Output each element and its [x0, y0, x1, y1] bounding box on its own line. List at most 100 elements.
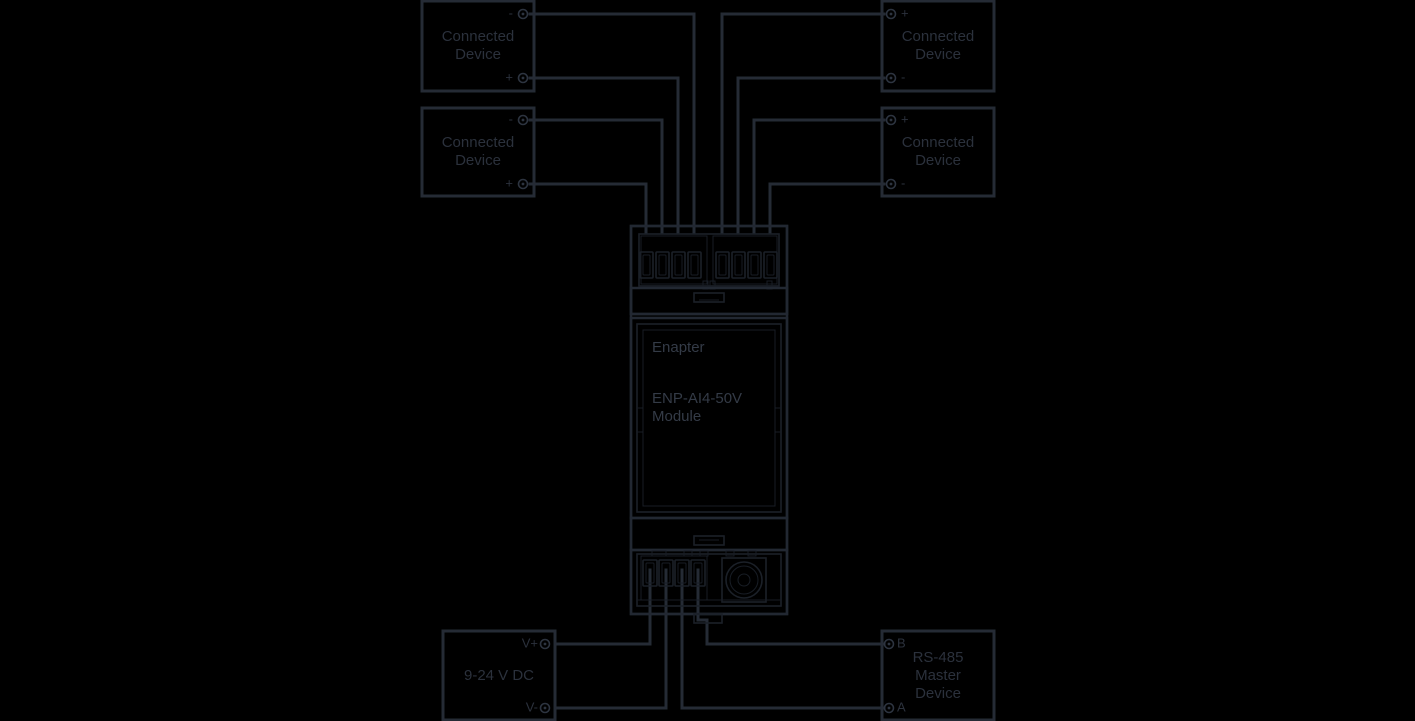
terminal-ring	[885, 178, 897, 190]
bottom-terminal-2[interactable]	[658, 559, 674, 587]
wire-tl2-plus	[528, 182, 648, 235]
terminal-ring	[517, 114, 529, 126]
connected-device-top-right-2[interactable]: Connected Device + -	[880, 106, 996, 198]
terminal-shell	[674, 559, 690, 587]
module-bottom-separator	[629, 516, 789, 552]
terminal-dot	[889, 118, 893, 122]
terminal-shell	[715, 251, 730, 279]
terminal-dot	[521, 182, 525, 186]
device-body	[880, 0, 996, 93]
terminal-dot	[521, 12, 525, 16]
bottom-block-silkscreen	[637, 550, 781, 601]
pin-v-plus[interactable]: V+	[522, 635, 551, 650]
pin-label: V+	[522, 635, 538, 650]
pin-label: +	[505, 69, 513, 84]
top-terminal-4[interactable]	[687, 251, 702, 279]
terminal-dot	[889, 182, 893, 186]
silk-mark-5	[747, 550, 757, 557]
top-terminal-group-left[interactable]	[639, 235, 708, 285]
pin-plus[interactable]: +	[505, 69, 529, 84]
wire-tl1-minus	[528, 12, 696, 235]
top-terminal-1[interactable]	[639, 251, 654, 279]
connector-mid-ring	[729, 565, 759, 595]
circular-connector-icon[interactable]	[721, 557, 767, 603]
module-top-terminal-block[interactable]	[629, 224, 789, 316]
wire-tr1-plus	[720, 12, 886, 235]
module-brand-label: Enapter	[652, 339, 705, 356]
pin-label: -	[901, 175, 905, 190]
pin-minus[interactable]: -	[509, 111, 529, 126]
terminal-slot	[734, 254, 743, 276]
rs485-label-line1: RS-485	[913, 649, 964, 666]
power-supply[interactable]: 9-24 V DC V+ V-	[441, 629, 557, 721]
terminal-shell	[731, 251, 746, 279]
terminal-shell	[642, 559, 658, 587]
terminal-ring	[883, 702, 895, 714]
terminal-ring	[883, 638, 895, 650]
rs485-label-line3: Device	[915, 685, 961, 702]
wire-tr2-plus	[752, 118, 886, 235]
pin-a[interactable]: A	[883, 699, 907, 714]
rs485-master-device[interactable]: RS-485 Master Device B A	[880, 629, 996, 721]
silk-mark-3	[699, 550, 709, 557]
pin-plus[interactable]: +	[885, 111, 909, 126]
rs485-body	[880, 629, 996, 721]
pin-b[interactable]: B	[883, 635, 906, 650]
pin-v-minus[interactable]: V-	[526, 699, 551, 714]
pin-label: -	[509, 111, 513, 126]
module-bottom-terminal-block[interactable]	[629, 548, 789, 624]
pin-label: +	[901, 111, 909, 126]
connected-device-top-left-2[interactable]: Connected Device - +	[420, 106, 536, 198]
device-label-line1: Connected	[902, 28, 975, 45]
pin-label: -	[901, 69, 905, 84]
wires-bottom	[554, 568, 886, 710]
module-model-line1: ENP-AI4-50V	[652, 390, 742, 407]
top-terminal-5[interactable]	[715, 251, 730, 279]
terminal-shell	[687, 251, 702, 279]
bottom-terminal-4[interactable]	[690, 559, 706, 587]
connected-device-top-left-1[interactable]: Connected Device - +	[420, 0, 536, 93]
wire-tl1-plus	[528, 76, 680, 235]
pin-minus[interactable]: -	[885, 175, 906, 190]
top-terminal-3[interactable]	[671, 251, 686, 279]
terminal-slot	[690, 254, 699, 276]
terminal-slot	[693, 562, 703, 584]
top-terminal-6[interactable]	[731, 251, 746, 279]
bottom-terminal-1[interactable]	[642, 559, 658, 587]
pin-label: +	[901, 5, 909, 20]
device-label-line1: Connected	[902, 134, 975, 151]
device-body	[880, 106, 996, 198]
device-body	[420, 0, 536, 93]
terminal-shell	[763, 251, 778, 279]
wire-power-vplus	[554, 568, 652, 646]
connected-device-top-right-1[interactable]: Connected Device + -	[880, 0, 996, 93]
power-supply-body	[441, 629, 557, 721]
terminal-shell	[671, 251, 686, 279]
terminal-slot	[674, 254, 683, 276]
enapter-module[interactable]: Enapter ENP-AI4-50V Module	[629, 224, 789, 624]
device-label-line2: Device	[915, 46, 961, 63]
bottom-terminal-3[interactable]	[674, 559, 690, 587]
pin-label: A	[897, 699, 906, 714]
pin-label: V-	[526, 699, 538, 714]
face-inner-frame	[636, 323, 782, 513]
wire-tl2-minus	[528, 118, 664, 235]
top-terminal-8[interactable]	[763, 251, 778, 279]
top-terminal-2[interactable]	[655, 251, 670, 279]
pin-minus[interactable]: -	[885, 69, 906, 84]
pin-plus[interactable]: +	[885, 5, 909, 20]
power-supply-label: 9-24 V DC	[464, 667, 534, 684]
silk-mark-4	[725, 550, 735, 557]
terminal-slot	[750, 254, 759, 276]
top-terminal-7[interactable]	[747, 251, 762, 279]
wire-tr2-minus	[768, 182, 886, 235]
pin-plus[interactable]: +	[505, 175, 529, 190]
terminal-ring	[517, 8, 529, 20]
terminal-ring	[885, 8, 897, 20]
pin-minus[interactable]: -	[509, 5, 529, 20]
top-terminal-group-right[interactable]	[712, 235, 778, 285]
connector-hub	[737, 573, 751, 587]
terminal-dot	[543, 642, 547, 646]
terminal-ring	[539, 702, 551, 714]
top-label-window	[693, 292, 725, 303]
